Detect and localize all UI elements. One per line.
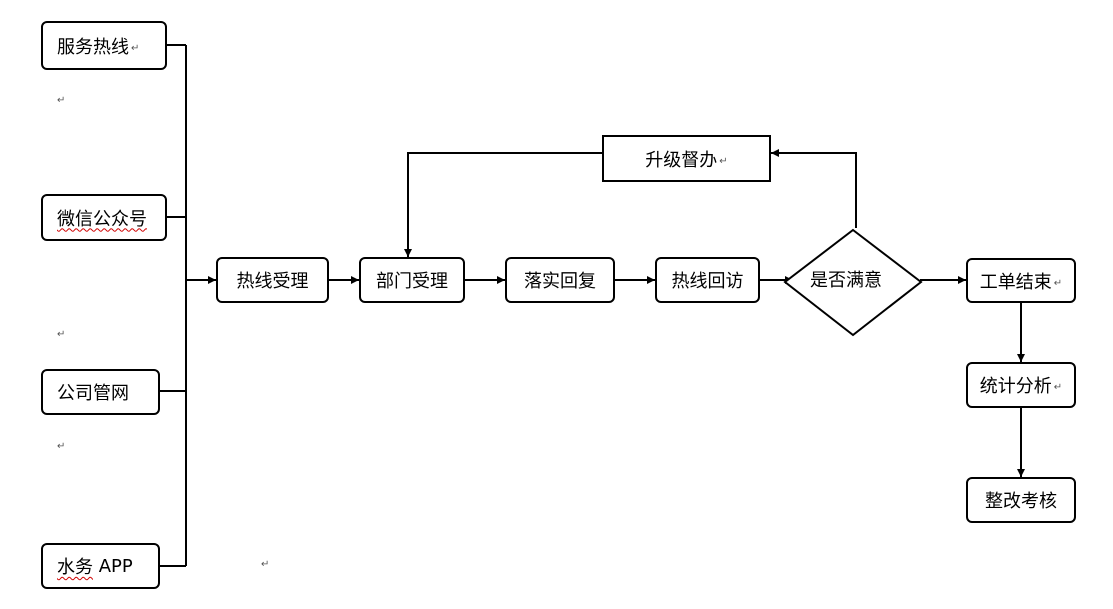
paragraph-mark: ↵ [1053,382,1063,393]
paragraph-mark: ↵ [1053,277,1063,289]
step-dept-accept-label: 部门受理 [376,271,448,292]
source-service-hotline-label: 服务热线 [57,36,129,58]
decision-label: 是否满意 [810,270,882,291]
source-company-website: 公司管网 [41,369,160,415]
source-water-app-label-cn: 水务 [57,557,93,578]
step-hotline-callback: 热线回访 [655,257,760,303]
decision-diamond [783,228,923,337]
step-dept-accept: 部门受理 [359,257,465,303]
step-escalation: 升级督办↵ [602,135,771,182]
step-hotline-accept-label: 热线受理 [236,271,309,292]
step-hotline-callback-label: 热线回访 [671,271,744,292]
step-implement-reply: 落实回复 [505,257,615,303]
step-rectify-assess: 整改考核 [966,477,1076,523]
source-water-app: 水务 APP [41,543,160,589]
paragraph-mark: ↵ [131,42,140,54]
source-wechat-account-label: 微信公众号 [57,208,147,230]
paragraph-mark: ↵ [57,441,66,452]
step-ticket-end-label: 工单结束 [979,271,1052,293]
source-company-website-label: 公司管网 [57,383,129,404]
source-wechat-account: 微信公众号 [41,194,167,241]
step-statistics: 统计分析↵ [966,362,1076,408]
step-escalation-label: 升级督办 [645,149,718,171]
arrow-to-escalation [771,149,857,228]
step-ticket-end: 工单结束↵ [966,258,1076,303]
paragraph-mark: ↵ [261,559,270,570]
arrow-escalation-to-dept [404,152,602,257]
step-statistics-label: 统计分析 [979,376,1052,397]
step-hotline-accept: 热线受理 [216,257,329,303]
step-implement-reply-label: 落实回复 [524,271,596,292]
source-water-app-label-app: APP [93,555,133,577]
paragraph-mark: ↵ [719,155,728,167]
paragraph-mark: ↵ [57,329,66,340]
step-rectify-assess-label: 整改考核 [985,491,1057,512]
source-service-hotline: 服务热线↵ [41,21,167,70]
paragraph-mark: ↵ [57,95,66,106]
